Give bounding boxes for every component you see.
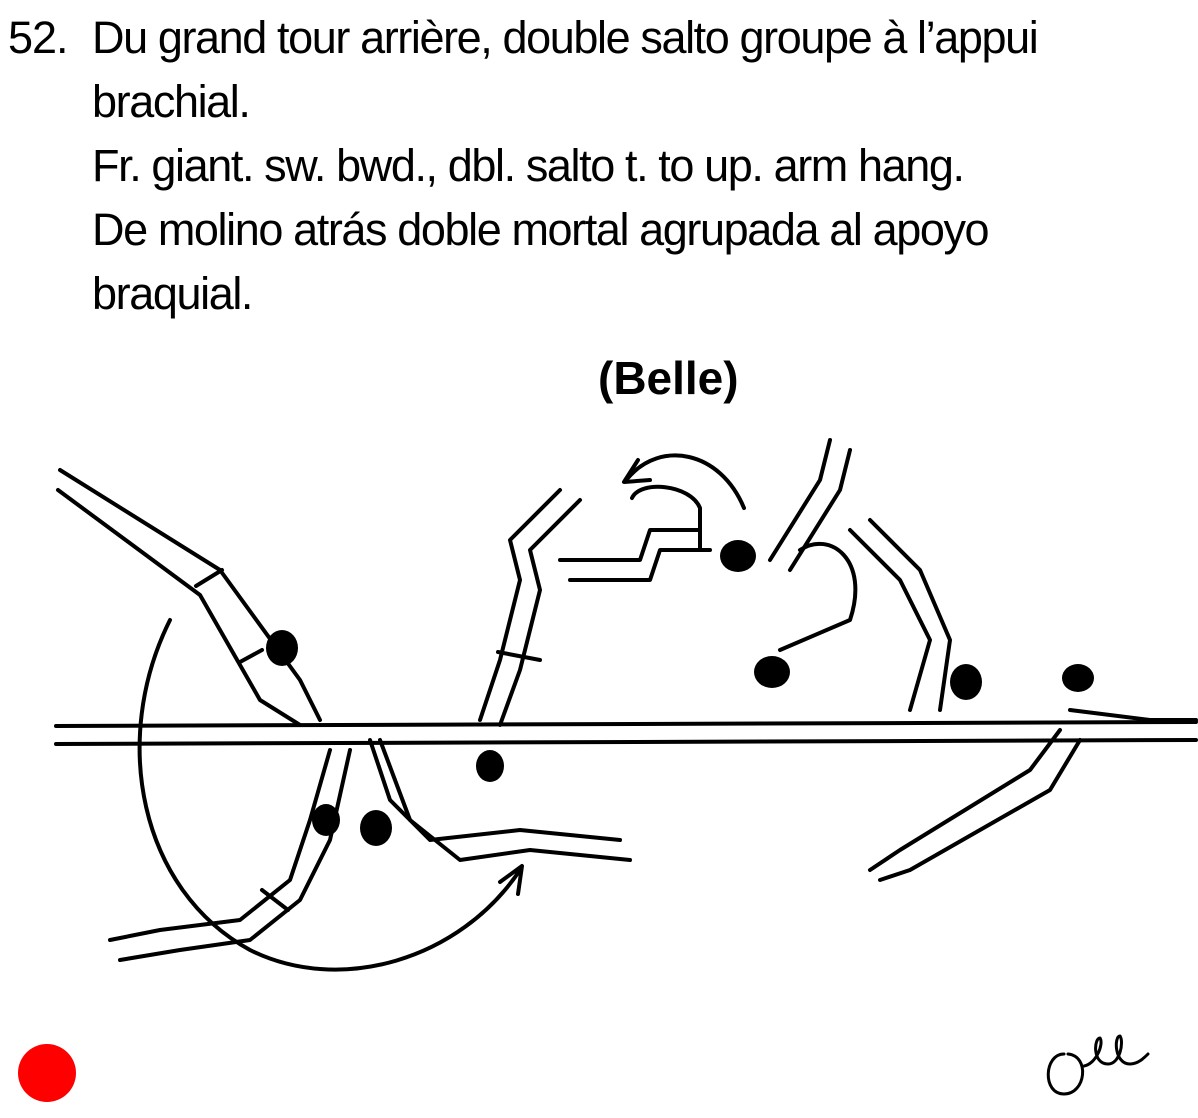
head-8 — [1062, 664, 1094, 692]
element-descriptions: Du grand tour arrière, double salto grou… — [92, 6, 1194, 326]
head-2 — [312, 804, 340, 836]
swing-arc — [140, 620, 520, 970]
spanish-description-line-2: braquial. — [92, 262, 1194, 326]
head-4 — [476, 750, 504, 782]
handwritten-signature-icon — [1034, 1024, 1164, 1104]
french-description-line-1: Du grand tour arrière, double salto grou… — [92, 6, 1194, 70]
gymnast-name: (Belle) — [598, 346, 739, 410]
element-number: 52. — [8, 6, 92, 70]
bar-top-line — [56, 722, 1196, 726]
entry-row: 52. Du grand tour arrière, double salto … — [8, 6, 1194, 326]
head-7 — [950, 664, 982, 700]
bar-bottom-line — [56, 740, 1196, 744]
french-description-line-2: brachial. — [92, 70, 1194, 134]
head-1 — [266, 630, 298, 666]
gymnastics-sequence-drawing — [0, 420, 1198, 1020]
spanish-description-line-1: De molino atrás doble mortal agrupada al… — [92, 198, 1194, 262]
element-entry: 52. Du grand tour arrière, double salto … — [8, 6, 1194, 326]
red-marker-dot — [18, 1044, 76, 1102]
head-6 — [754, 656, 790, 688]
head-5 — [720, 540, 756, 572]
english-description: Fr. giant. sw. bwd., dbl. salto t. to up… — [92, 134, 1194, 198]
head-3 — [360, 810, 392, 846]
